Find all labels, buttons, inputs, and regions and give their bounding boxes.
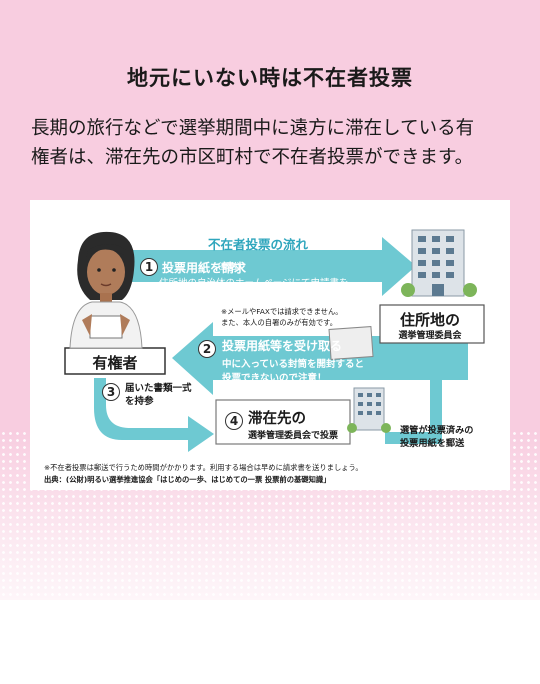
source-credit: 出典：(公財)明るい選挙推進協会「はじめの一歩、はじめての一票 投票前の基礎知識…: [44, 475, 331, 484]
page-bottom: [0, 600, 540, 684]
step2-number: 2: [198, 340, 216, 358]
lead-line-2: 権者は、滞在先の市区町村で不在者投票ができます。: [31, 147, 474, 168]
address-office-line-1: 住所地の: [399, 311, 460, 329]
step3-number: 3: [102, 383, 120, 401]
step4-line-2: 選挙管理委員会で投票: [248, 431, 339, 441]
envelope-icon: [328, 326, 374, 360]
request-arrow: [130, 237, 416, 296]
step3-desc-2: を持参: [125, 396, 154, 407]
step1-number: 1: [140, 258, 158, 276]
mail-note-1: 選管が投票済みの: [400, 425, 474, 436]
lead-text: 長期の旅行などで選挙期間中に遠方に滞在している有 権者は、滞在先の市区町村で不在…: [31, 114, 521, 172]
step2-desc-1: 中に入っている封筒を開封すると: [222, 359, 365, 370]
step1-title: 投票用紙を請求: [162, 261, 247, 275]
address-office-box: [379, 304, 485, 344]
step3-desc-1: 届いた書類一式: [125, 383, 192, 394]
flow-title: 不在者投票の流れ: [208, 237, 309, 252]
footnote: ※不在者投票は郵送で行うため時間がかかります。利用する場合は早めに請求書を送りま…: [44, 463, 363, 472]
step2-title: 投票用紙等を受け取る: [222, 339, 343, 353]
stay-office-building: [347, 387, 391, 433]
page-title: 地元にいない時は不在者投票: [127, 66, 413, 90]
step1-subtitle: （郵送）: [213, 262, 245, 271]
city-hall-building: [401, 229, 477, 297]
step1-note-1: ※メールやFAXでは請求できません。: [221, 307, 343, 316]
step4-number: 4: [225, 412, 243, 430]
voter-label: 有権者: [92, 354, 138, 372]
step1-desc-2: ダウンロードし、記入したものを郵送: [159, 292, 321, 303]
address-office-line-2: 選挙管理委員会: [398, 331, 462, 341]
step2-desc-2: 投票できないので注意！: [222, 373, 327, 384]
voter-illustration: [69, 231, 143, 349]
absentee-voting-diagram: 不在者投票の流れ 1 投票用紙を請求 （郵送） 住所地の自治体のホームページにて…: [30, 200, 510, 490]
step1-note-2: また、本人の自署のみが有効です。: [221, 318, 338, 327]
carry-arrow: [94, 378, 214, 452]
mail-back-arrow: [385, 352, 452, 444]
lead-line-1: 長期の旅行などで選挙期間中に遠方に滞在している有: [31, 118, 475, 139]
step4-line-1: 滞在先の: [248, 411, 306, 427]
step1-desc-1: 住所地の自治体のホームページにて申請書を: [159, 278, 349, 289]
mail-note-2: 投票用紙を郵送: [400, 438, 465, 449]
